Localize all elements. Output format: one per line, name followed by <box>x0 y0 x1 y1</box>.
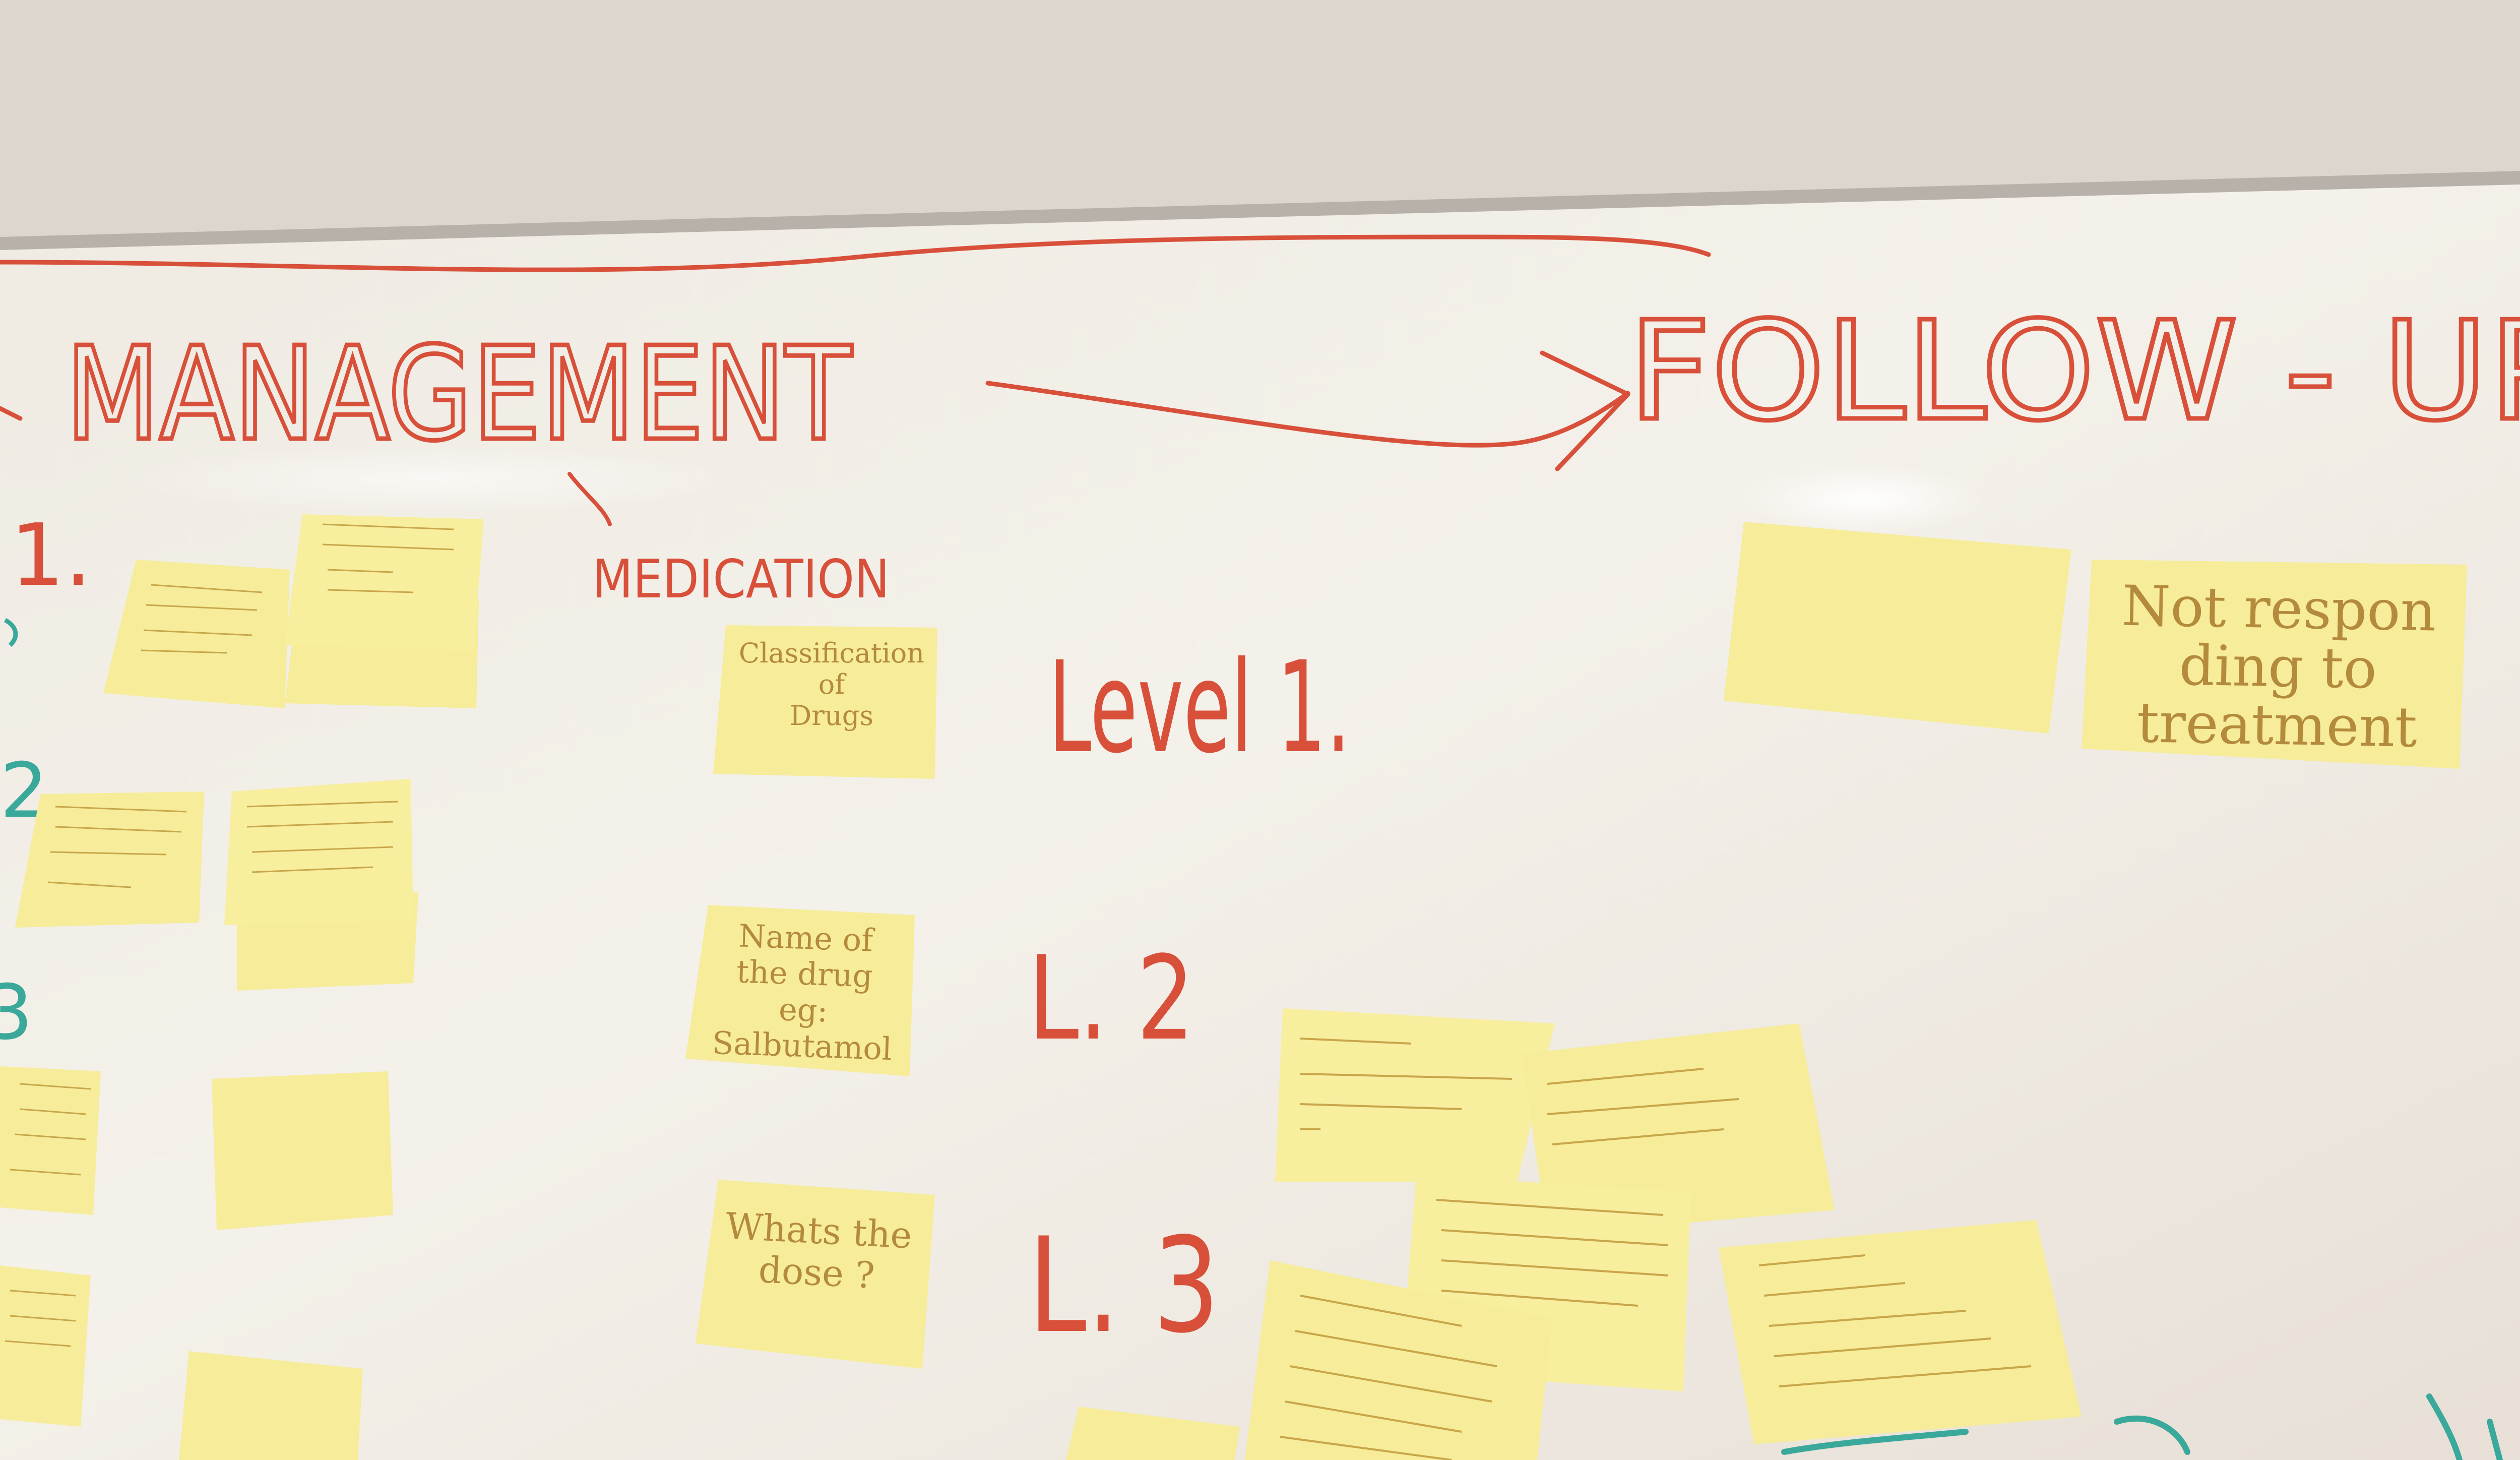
bracket-line <box>0 234 1711 272</box>
arrow-head-icon <box>1540 350 1630 471</box>
level-1-label: Level 1. <box>1048 634 1351 781</box>
note-classification-text: Classification of Drugs <box>738 638 925 732</box>
row-number-1: 1. <box>10 506 92 605</box>
sticky-note <box>1275 1008 1555 1182</box>
sticky-note-classification <box>713 625 937 779</box>
sticky-note <box>1066 1407 1240 1460</box>
light-glare <box>1744 464 1986 534</box>
sticky-note <box>224 779 413 925</box>
note-not-responding-text: Not respon ding to treatment <box>2121 576 2437 750</box>
sticky-note-not-responding <box>2082 560 2467 769</box>
sticky-note-dose <box>696 1180 935 1369</box>
left-arrow-icon <box>0 406 23 421</box>
follow-up-heading: FOLLOW - UP <box>1628 292 2520 451</box>
management-heading: MANAGEMENT <box>66 320 852 469</box>
sticky-note <box>15 792 204 928</box>
sticky-note-blank <box>1724 522 2071 734</box>
sticky-note-drug-name <box>685 905 915 1076</box>
sticky-note <box>1245 1260 1552 1460</box>
sticky-note <box>212 1071 393 1230</box>
arrow-line <box>985 381 1630 448</box>
whiteboard-frame <box>0 170 2520 250</box>
sticky-note <box>0 1066 101 1215</box>
level-2-label: L. 2 <box>1028 932 1194 1066</box>
sticky-note <box>103 560 290 708</box>
row-number-3: 3 <box>0 969 33 1057</box>
note-dose-text: Whats the dose ? <box>724 1204 913 1297</box>
note-drug-name-text: Name of the drug eg: Salbutamol <box>711 917 893 1068</box>
sticky-note <box>0 1265 91 1427</box>
sticky-note <box>179 1351 363 1460</box>
pointer-line <box>568 472 612 526</box>
teal-scribble <box>1781 1393 2503 1460</box>
light-glare <box>126 444 731 514</box>
sticky-note <box>285 514 484 650</box>
sticky-note <box>1522 1023 1835 1235</box>
medication-heading: MEDICATION <box>592 549 890 610</box>
sticky-note <box>1719 1220 2082 1444</box>
teal-mark <box>4 618 18 647</box>
level-3-label: L. 3 <box>1028 1210 1220 1362</box>
